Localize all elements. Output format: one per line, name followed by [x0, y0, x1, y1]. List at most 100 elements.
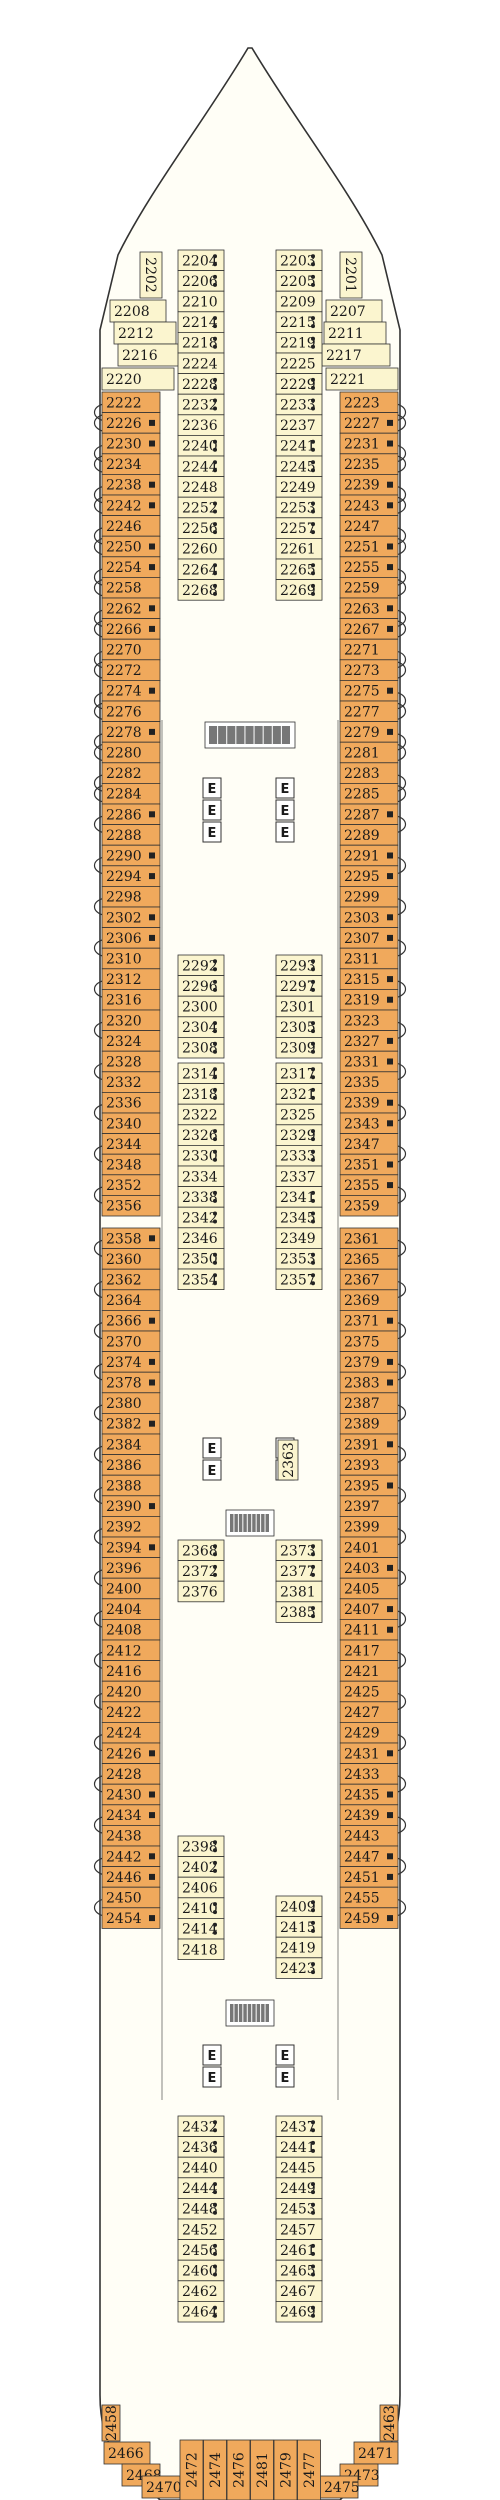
cabin-2308[interactable]: 2308 [177, 1037, 225, 1059]
cabin-2463[interactable]: 2463 [379, 2404, 399, 2442]
cabin-2360[interactable]: 2360 [101, 1248, 161, 1270]
cabin-2457[interactable]: 2457 [275, 2218, 323, 2241]
cabin-2428[interactable]: 2428 [101, 1763, 161, 1785]
cabin-2379[interactable]: 2379 [339, 1351, 399, 1373]
cabin-2414[interactable]: 2414 [177, 1918, 225, 1940]
cabin-2426[interactable]: 2426 [101, 1742, 161, 1765]
cabin-2355[interactable]: 2355 [339, 1174, 399, 1196]
cabin-2346[interactable]: 2346 [177, 1227, 225, 1249]
cabin-2472[interactable]: 2472 [179, 2439, 204, 2500]
cabin-2415[interactable]: 2415 [275, 1916, 323, 1938]
cabin-2219[interactable]: 2219 [275, 331, 323, 354]
cabin-2357[interactable]: 2357 [275, 1268, 323, 1291]
cabin-2235[interactable]: 2235 [339, 453, 399, 475]
cabin-2323[interactable]: 2323 [339, 1009, 399, 1032]
cabin-2321[interactable]: 2321 [275, 1083, 323, 1105]
cabin-2444[interactable]: 2444 [177, 2177, 225, 2199]
cabin-2471[interactable]: 2471 [353, 2441, 399, 2465]
cabin-2408[interactable]: 2408 [101, 1619, 161, 1641]
cabin-2309[interactable]: 2309 [275, 1037, 323, 1059]
cabin-2290[interactable]: 2290 [101, 844, 161, 867]
cabin-2441[interactable]: 2441 [275, 2136, 323, 2158]
cabin-2218[interactable]: 2218 [177, 331, 225, 354]
cabin-2481[interactable]: 2481 [250, 2439, 274, 2500]
cabin-2257[interactable]: 2257 [275, 517, 323, 539]
cabin-2259[interactable]: 2259 [339, 577, 399, 599]
cabin-2251[interactable]: 2251 [339, 535, 399, 558]
cabin-2382[interactable]: 2382 [101, 1413, 161, 1435]
cabin-2256[interactable]: 2256 [177, 517, 225, 539]
cabin-2263[interactable]: 2263 [339, 597, 399, 620]
cabin-2330[interactable]: 2330 [177, 1145, 225, 1167]
cabin-2270[interactable]: 2270 [101, 638, 161, 661]
cabin-2249[interactable]: 2249 [275, 476, 323, 498]
cabin-2320[interactable]: 2320 [101, 1009, 161, 1032]
cabin-2224[interactable]: 2224 [177, 352, 225, 375]
cabin-2384[interactable]: 2384 [101, 1433, 161, 1456]
cabin-2230[interactable]: 2230 [101, 432, 161, 455]
cabin-2216[interactable]: 2216 [117, 343, 187, 367]
cabin-2347[interactable]: 2347 [339, 1133, 399, 1155]
cabin-2383[interactable]: 2383 [339, 1371, 399, 1394]
cabin-2203[interactable]: 2203 [275, 249, 323, 272]
cabin-2430[interactable]: 2430 [101, 1783, 161, 1806]
cabin-2461[interactable]: 2461 [275, 2239, 323, 2261]
cabin-2375[interactable]: 2375 [339, 1330, 399, 1353]
cabin-2292[interactable]: 2292 [177, 954, 225, 977]
cabin-2377[interactable]: 2377 [275, 1560, 323, 1582]
cabin-2284[interactable]: 2284 [101, 783, 161, 805]
cabin-2275[interactable]: 2275 [339, 680, 399, 702]
cabin-2233[interactable]: 2233 [275, 393, 323, 416]
cabin-2418[interactable]: 2418 [177, 1938, 225, 1961]
cabin-2226[interactable]: 2226 [101, 412, 161, 434]
cabin-2264[interactable]: 2264 [177, 558, 225, 581]
cabin-2469[interactable]: 2469 [275, 2300, 323, 2323]
cabin-2326[interactable]: 2326 [177, 1124, 225, 1146]
cabin-2204[interactable]: 2204 [177, 249, 225, 272]
cabin-2455[interactable]: 2455 [339, 1886, 399, 1909]
cabin-2398[interactable]: 2398 [177, 1835, 225, 1858]
cabin-2361[interactable]: 2361 [339, 1227, 399, 1250]
cabin-2211[interactable]: 2211 [323, 321, 387, 345]
cabin-2285[interactable]: 2285 [339, 783, 399, 805]
cabin-2391[interactable]: 2391 [339, 1433, 399, 1456]
cabin-2356[interactable]: 2356 [101, 1195, 161, 1217]
cabin-2386[interactable]: 2386 [101, 1454, 161, 1476]
cabin-2401[interactable]: 2401 [339, 1536, 399, 1559]
cabin-2381[interactable]: 2381 [275, 1580, 323, 1603]
cabin-2359[interactable]: 2359 [339, 1195, 399, 1217]
cabin-2411[interactable]: 2411 [339, 1619, 399, 1641]
cabin-2301[interactable]: 2301 [275, 995, 323, 1018]
cabin-2438[interactable]: 2438 [101, 1825, 161, 1847]
cabin-2293[interactable]: 2293 [275, 954, 323, 977]
cabin-2404[interactable]: 2404 [101, 1598, 161, 1620]
cabin-2339[interactable]: 2339 [339, 1092, 399, 1114]
cabin-2258[interactable]: 2258 [101, 577, 161, 599]
cabin-2215[interactable]: 2215 [275, 311, 323, 333]
cabin-2368[interactable]: 2368 [177, 1539, 225, 1562]
cabin-2242[interactable]: 2242 [101, 494, 161, 517]
cabin-2416[interactable]: 2416 [101, 1660, 161, 1682]
cabin-2300[interactable]: 2300 [177, 995, 225, 1018]
cabin-2334[interactable]: 2334 [177, 1165, 225, 1188]
cabin-2244[interactable]: 2244 [177, 455, 225, 478]
cabin-2250[interactable]: 2250 [101, 535, 161, 558]
cabin-2238[interactable]: 2238 [101, 473, 161, 496]
cabin-2454[interactable]: 2454 [101, 1907, 161, 1929]
cabin-2421[interactable]: 2421 [339, 1660, 399, 1682]
cabin-2245[interactable]: 2245 [275, 455, 323, 478]
cabin-2460[interactable]: 2460 [177, 2259, 225, 2282]
cabin-2295[interactable]: 2295 [339, 865, 399, 887]
cabin-2465[interactable]: 2465 [275, 2259, 323, 2282]
cabin-2365[interactable]: 2365 [339, 1248, 399, 1270]
cabin-2209[interactable]: 2209 [275, 290, 323, 313]
cabin-2225[interactable]: 2225 [275, 352, 323, 375]
cabin-2353[interactable]: 2353 [275, 1248, 323, 1270]
cabin-2291[interactable]: 2291 [339, 844, 399, 867]
cabin-2253[interactable]: 2253 [275, 496, 323, 519]
cabin-2410[interactable]: 2410 [177, 1897, 225, 1919]
cabin-2280[interactable]: 2280 [101, 741, 161, 764]
cabin-2319[interactable]: 2319 [339, 989, 399, 1011]
cabin-2294[interactable]: 2294 [101, 865, 161, 887]
cabin-2390[interactable]: 2390 [101, 1495, 161, 1517]
